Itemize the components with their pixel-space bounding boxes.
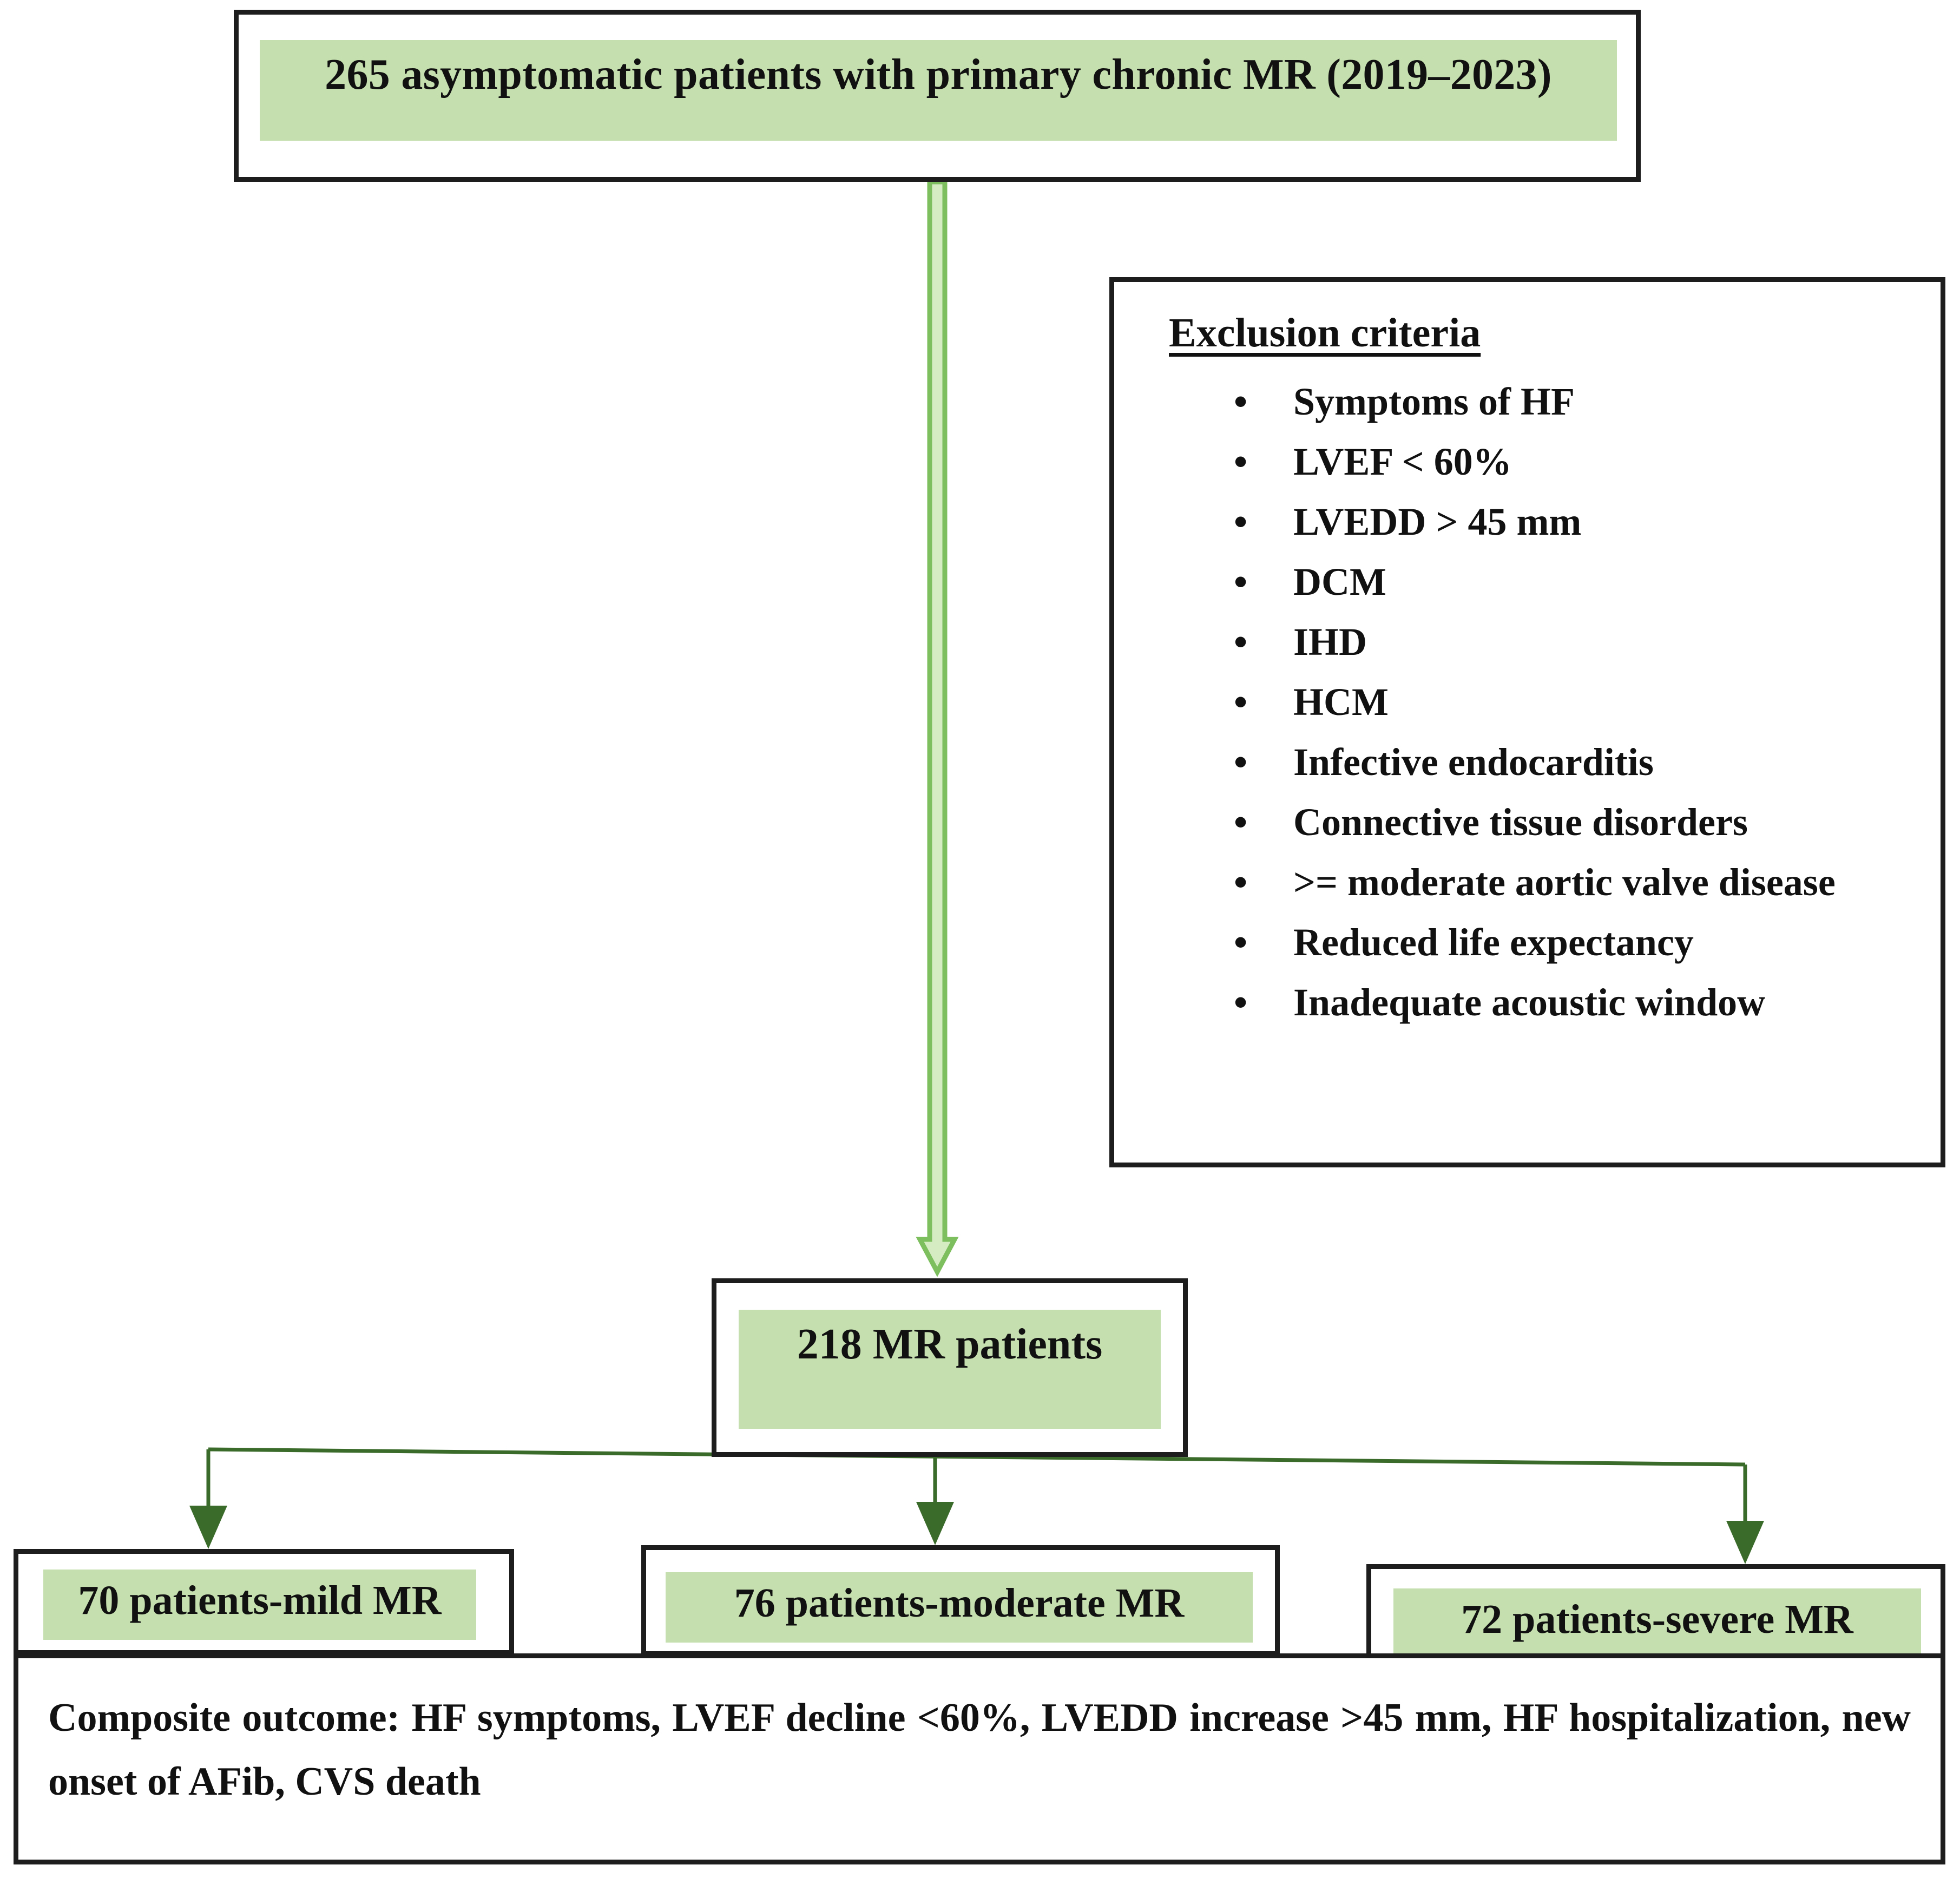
node-group-moderate-label: 76 patients-moderate MR [734,1580,1185,1626]
node-group-mild-highlight: 70 patients-mild MR [43,1570,476,1640]
node-group-severe-label: 72 patients-severe MR [1461,1597,1853,1642]
node-included-highlight: 218 MR patients [739,1310,1161,1429]
bullet-icon: • [1234,921,1248,964]
bullet-icon: • [1234,861,1248,904]
arrow-included-to-groups [206,1447,1747,1537]
list-item: • HCM [1169,672,1924,732]
bullet-icon: • [1234,800,1248,844]
exclusion-criteria-box [1109,277,1945,1167]
list-item: • >= moderate aortic valve disease [1169,852,1924,912]
bullet-icon: • [1234,680,1248,724]
bullet-icon: • [1234,380,1248,423]
node-cohort-label: 265 asymptomatic patients with primary c… [325,51,1552,99]
bullet-icon: • [1234,500,1248,543]
node-group-mild-label: 70 patients-mild MR [78,1578,442,1623]
exclusion-item-label: Reduced life expectancy [1293,921,1694,964]
exclusion-item-label: LVEF < 60% [1293,440,1512,483]
exclusion-item-label: LVEDD > 45 mm [1293,500,1582,543]
exclusion-item-label: DCM [1293,560,1386,603]
node-outcome-label: Composite outcome: HF symptoms, LVEF dec… [48,1696,1911,1804]
list-item: • LVEDD > 45 mm [1169,492,1924,552]
arrow-cohort-to-included [916,179,959,1277]
bullet-icon: • [1234,620,1248,664]
bullet-icon: • [1234,560,1248,603]
exclusion-criteria-list: • Symptoms of HF • LVEF < 60% • LVEDD > 45 … [1169,372,1924,1033]
exclusion-item-label: >= moderate aortic valve disease [1293,861,1836,904]
list-item: • DCM [1169,552,1924,612]
node-group-severe-highlight: 72 patients-severe MR [1393,1588,1921,1659]
exclusion-item-label: Infective endocarditis [1293,740,1654,784]
list-item: • LVEF < 60% [1169,432,1924,492]
node-group-moderate-highlight: 76 patients-moderate MR [666,1572,1253,1643]
list-item: • Inadequate acoustic window [1169,973,1924,1033]
node-cohort-highlight: 265 asymptomatic patients with primary c… [260,40,1617,141]
exclusion-item-label: Symptoms of HF [1293,380,1575,423]
list-item: • Infective endocarditis [1169,732,1924,792]
list-item: • Symptoms of HF [1169,372,1924,432]
exclusion-criteria-title: Exclusion criteria [1169,310,1481,356]
list-item: • IHD [1169,612,1924,672]
list-item: • Connective tissue disorders [1169,792,1924,852]
node-included-label: 218 MR patients [797,1321,1103,1368]
exclusion-item-label: HCM [1293,680,1389,724]
bullet-icon: • [1234,440,1248,483]
bullet-icon: • [1234,740,1248,784]
exclusion-item-label: Connective tissue disorders [1293,800,1748,844]
bullet-icon: • [1234,981,1248,1024]
exclusion-item-label: Inadequate acoustic window [1293,981,1766,1024]
node-outcome-box [14,1653,1945,1864]
exclusion-item-label: IHD [1293,620,1367,664]
list-item: • Reduced life expectancy [1169,912,1924,973]
exclusion-criteria-content: Exclusion criteria • Symptoms of HF • LVEF… [1109,277,1945,1167]
